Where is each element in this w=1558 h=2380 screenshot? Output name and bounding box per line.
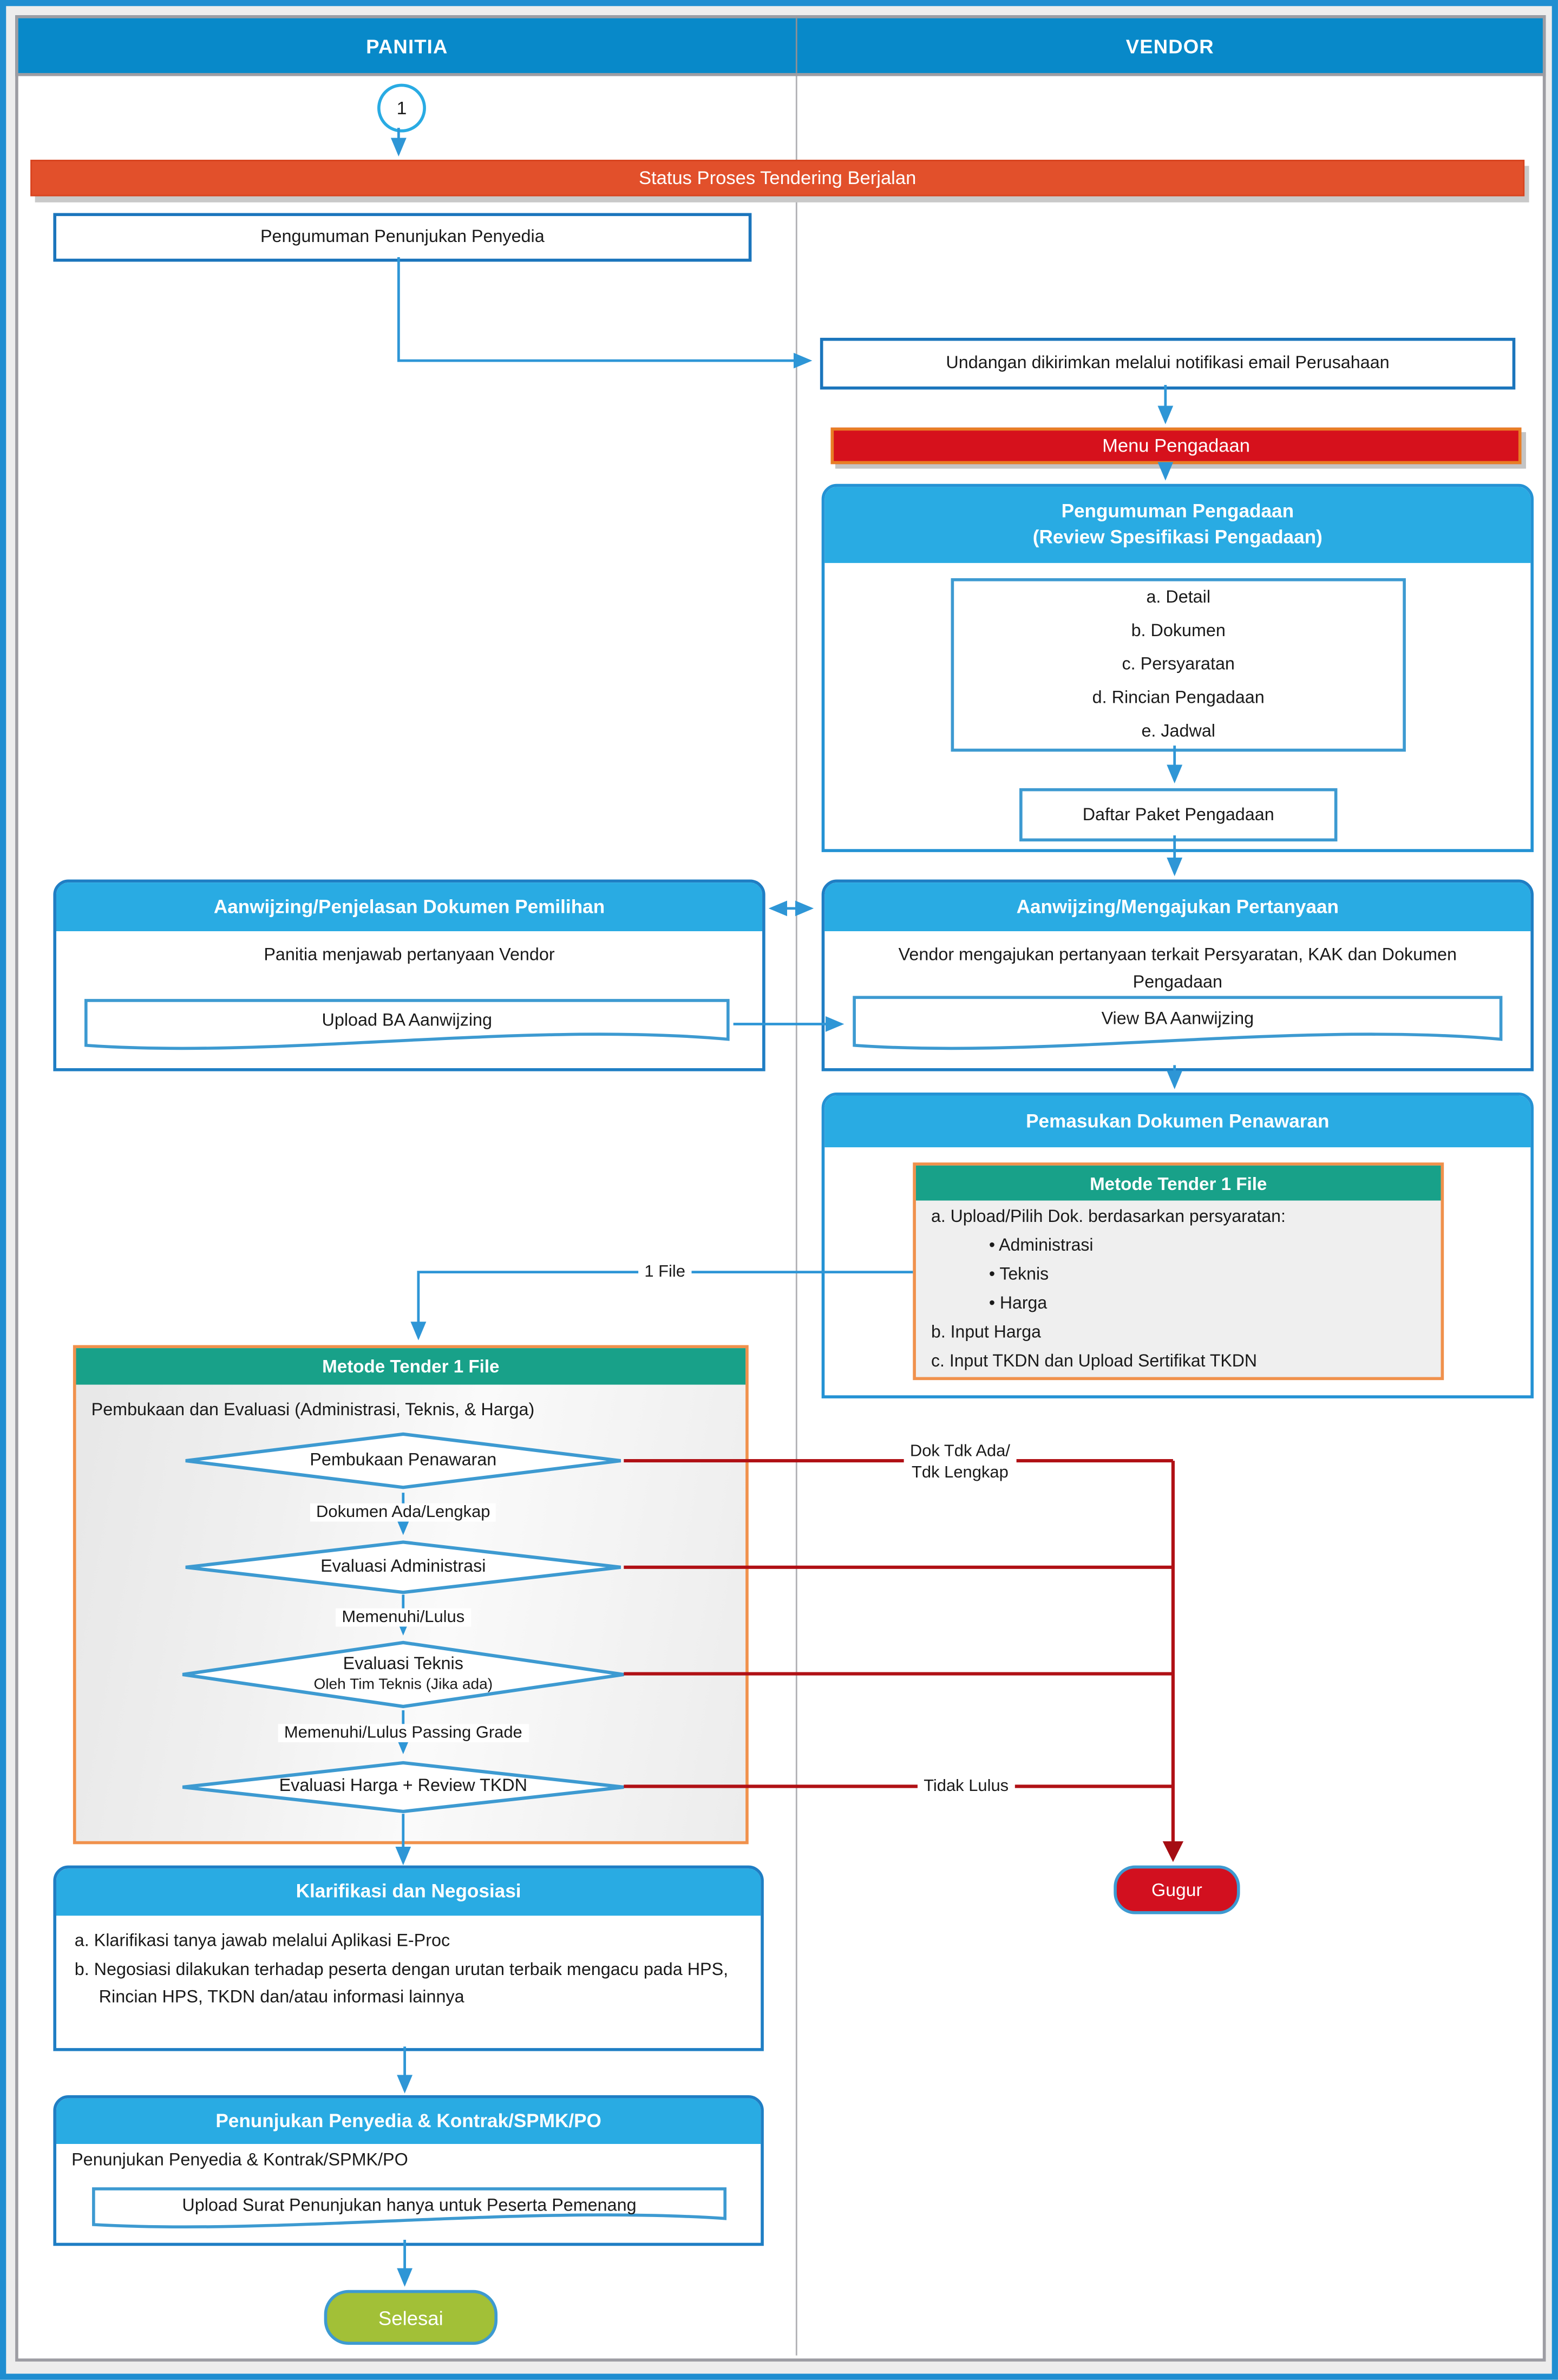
label-1-file: 1 File bbox=[638, 1263, 692, 1281]
selesai-label: Selesai bbox=[378, 2306, 443, 2329]
diamond-pembukaan-label: Pembukaan Penawaran bbox=[310, 1450, 497, 1469]
label-dok-tdk-ada-line2: Tdk Lengkap bbox=[912, 1463, 1009, 1482]
penunjukan-header: Penunjukan Penyedia & Kontrak/SPMK/PO bbox=[56, 2098, 761, 2144]
evaluasi-container: Metode Tender 1 File Pembukaan dan Evalu… bbox=[73, 1345, 749, 1845]
pengadaan-item-dokumen: b. Dokumen bbox=[1131, 622, 1226, 641]
diamond-evaluasi-teknis: Evaluasi Teknis Oleh Tim Teknis (Jika ad… bbox=[180, 1640, 627, 1709]
pengadaan-item-persyaratan: c. Persyaratan bbox=[1122, 656, 1235, 675]
diamond-teknis-label-2: Oleh Tim Teknis (Jika ada) bbox=[313, 1676, 493, 1693]
label-passing-grade: Memenuhi/Lulus Passing Grade bbox=[278, 1724, 528, 1743]
klarifikasi-title: Klarifikasi dan Negosiasi bbox=[296, 1880, 521, 1902]
pemasukan-title: Pemasukan Dokumen Penawaran bbox=[1026, 1110, 1330, 1132]
klarifikasi-item-a: a. Klarifikasi tanya jawab melalui Aplik… bbox=[74, 1932, 450, 1951]
lane-header-vendor: VENDOR bbox=[797, 18, 1543, 73]
status-banner-label: Status Proses Tendering Berjalan bbox=[638, 167, 917, 189]
aanwijzing-vendor-body: Vendor mengajukan pertanyaan terkait Per… bbox=[898, 946, 1457, 992]
start-connector-circle: 1 bbox=[377, 83, 426, 133]
label-tidak-lulus: Tidak Lulus bbox=[917, 1777, 1015, 1796]
undangan-label: Undangan dikirimkan melalui notifikasi e… bbox=[946, 354, 1390, 373]
penunjukan-title: Penunjukan Penyedia & Kontrak/SPMK/PO bbox=[215, 2109, 601, 2131]
metode-tender-vendor-box: Metode Tender 1 File a. Upload/Pilih Dok… bbox=[913, 1162, 1444, 1381]
diamond-evaluasi-harga: Evaluasi Harga + Review TKDN bbox=[180, 1761, 627, 1814]
swimlane-header: PANITIA VENDOR bbox=[15, 15, 1546, 76]
lane-label-vendor: VENDOR bbox=[1125, 34, 1214, 57]
label-dok-tdk-ada-line1: Dok Tdk Ada/ bbox=[909, 1442, 1010, 1461]
pengumuman-pengadaan-title-2: (Review Spesifikasi Pengadaan) bbox=[1032, 526, 1323, 548]
pengadaan-item-rincian: d. Rincian Pengadaan bbox=[1092, 689, 1265, 708]
pemasukan-header: Pemasukan Dokumen Penawaran bbox=[824, 1095, 1531, 1148]
lane-header-panitia: PANITIA bbox=[18, 18, 796, 73]
penunjukan-container: Penunjukan Penyedia & Kontrak/SPMK/PO Pe… bbox=[53, 2095, 764, 2246]
gugur-terminator: Gugur bbox=[1114, 1865, 1240, 1914]
evaluasi-header: Metode Tender 1 File bbox=[76, 1348, 746, 1385]
pengumuman-penunjukan-box: Pengumuman Penunjukan Penyedia bbox=[53, 213, 752, 262]
label-dokumen-ada: Dokumen Ada/Lengkap bbox=[310, 1503, 496, 1522]
selesai-terminator: Selesai bbox=[324, 2290, 498, 2345]
lane-divider bbox=[795, 70, 797, 2356]
aanwijzing-vendor-title: Aanwijzing/Mengajukan Pertanyaan bbox=[1016, 895, 1339, 917]
metode-tender-vendor-title: Metode Tender 1 File bbox=[1090, 1172, 1267, 1194]
pengadaan-detail-list: a. Detail b. Dokumen c. Persyaratan d. R… bbox=[951, 578, 1406, 752]
evaluasi-intro: Pembukaan dan Evaluasi (Administrasi, Te… bbox=[91, 1401, 535, 1420]
pengumuman-penunjukan-label: Pengumuman Penunjukan Penyedia bbox=[260, 228, 545, 247]
lane-header-divider bbox=[795, 18, 797, 73]
pemasukan-line-a: a. Upload/Pilih Dok. berdasarkan persyar… bbox=[931, 1208, 1286, 1227]
aanwijzing-panitia-header: Aanwijzing/Penjelasan Dokumen Pemilihan bbox=[56, 882, 763, 932]
view-ba-aanwijzing-doc: View BA Aanwijzing bbox=[852, 995, 1503, 1053]
diamond-administrasi-label: Evaluasi Administrasi bbox=[320, 1557, 486, 1576]
diamond-pembukaan-penawaran: Pembukaan Penawaran bbox=[182, 1432, 624, 1490]
undangan-box: Undangan dikirimkan melalui notifikasi e… bbox=[820, 337, 1516, 390]
diamond-harga-label: Evaluasi Harga + Review TKDN bbox=[279, 1777, 527, 1796]
upload-surat-penunjukan-doc: Upload Surat Penunjukan hanya untuk Pese… bbox=[91, 2187, 728, 2231]
gugur-label: Gugur bbox=[1151, 1879, 1202, 1901]
diamond-evaluasi-administrasi: Evaluasi Administrasi bbox=[182, 1540, 624, 1594]
menu-pengadaan-label: Menu Pengadaan bbox=[1102, 435, 1250, 457]
evaluasi-title: Metode Tender 1 File bbox=[322, 1356, 500, 1377]
klarifikasi-container: Klarifikasi dan Negosiasi a. Klarifikasi… bbox=[53, 1865, 764, 2051]
status-banner: Status Proses Tendering Berjalan bbox=[30, 160, 1525, 197]
label-dok-tdk-ada: Dok Tdk Ada/ Tdk Lengkap bbox=[904, 1441, 1017, 1484]
view-ba-aanwijzing-label: View BA Aanwijzing bbox=[1101, 1010, 1254, 1029]
aanwijzing-panitia-title: Aanwijzing/Penjelasan Dokumen Pemilihan bbox=[213, 895, 605, 917]
pengadaan-item-jadwal: e. Jadwal bbox=[1141, 722, 1216, 741]
daftar-paket-label: Daftar Paket Pengadaan bbox=[1082, 806, 1274, 824]
pemasukan-line-c: c. Input TKDN dan Upload Sertifikat TKDN bbox=[931, 1353, 1258, 1372]
klarifikasi-header: Klarifikasi dan Negosiasi bbox=[56, 1868, 761, 1916]
upload-surat-penunjukan-label: Upload Surat Penunjukan hanya untuk Pese… bbox=[182, 2196, 637, 2215]
klarifikasi-item-b: b. Negosiasi dilakukan terhadap peserta … bbox=[74, 1960, 729, 2008]
aanwijzing-panitia-body: Panitia menjawab pertanyaan Vendor bbox=[264, 946, 555, 965]
diamond-teknis-label-1: Evaluasi Teknis bbox=[343, 1655, 463, 1673]
menu-pengadaan-banner: Menu Pengadaan bbox=[830, 427, 1522, 465]
aanwijzing-vendor-header: Aanwijzing/Mengajukan Pertanyaan bbox=[824, 882, 1531, 932]
daftar-paket-box: Daftar Paket Pengadaan bbox=[1019, 788, 1338, 842]
pemasukan-line-teknis: • Teknis bbox=[989, 1266, 1049, 1285]
start-connector-number: 1 bbox=[396, 97, 407, 119]
upload-ba-aanwijzing-doc: Upload BA Aanwijzing bbox=[84, 998, 730, 1053]
penunjukan-body: Penunjukan Penyedia & Kontrak/SPMK/PO bbox=[71, 2152, 408, 2170]
upload-ba-aanwijzing-label: Upload BA Aanwijzing bbox=[322, 1011, 493, 1030]
pengumuman-pengadaan-header: Pengumuman Pengadaan (Review Spesifikasi… bbox=[824, 487, 1531, 563]
pengadaan-item-detail: a. Detail bbox=[1146, 589, 1211, 607]
metode-tender-vendor-header: Metode Tender 1 File bbox=[915, 1165, 1441, 1201]
pemasukan-line-administrasi: • Administrasi bbox=[989, 1237, 1094, 1256]
label-memenuhi-lulus: Memenuhi/Lulus bbox=[336, 1608, 471, 1627]
lane-label-panitia: PANITIA bbox=[366, 34, 448, 57]
pemasukan-line-b: b. Input Harga bbox=[931, 1324, 1041, 1343]
pengumuman-pengadaan-title-1: Pengumuman Pengadaan bbox=[1061, 500, 1294, 522]
pemasukan-line-harga: • Harga bbox=[989, 1295, 1048, 1314]
